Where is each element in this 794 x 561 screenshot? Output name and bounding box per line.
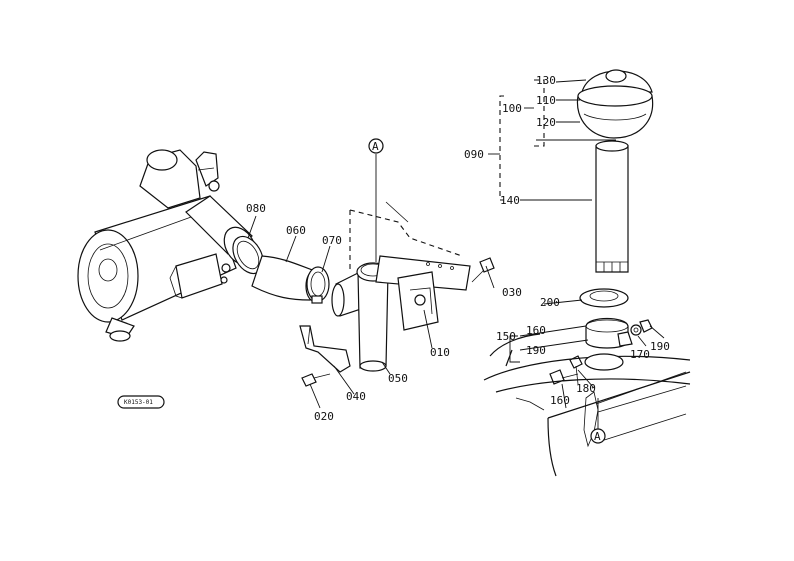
band-040 bbox=[299, 325, 351, 373]
drawing-code-badge: K0153-01 bbox=[117, 395, 165, 409]
label-130: 130 bbox=[536, 74, 556, 87]
label-160b: 160 bbox=[550, 394, 570, 407]
label-090: 090 bbox=[464, 148, 484, 161]
assembly-braces bbox=[488, 79, 545, 363]
ref-a-bottom-text: A bbox=[594, 430, 601, 443]
mounting-bracket-010 bbox=[349, 201, 471, 331]
precleaner-assembly bbox=[549, 69, 654, 385]
label-160a: 160 bbox=[526, 324, 546, 337]
drawing-code-text: K0153-01 bbox=[124, 399, 153, 406]
bolt-020 bbox=[301, 373, 331, 387]
label-050: 050 bbox=[388, 372, 408, 385]
bolt-030 bbox=[471, 257, 495, 283]
reference-marker-a-top: A bbox=[368, 138, 384, 154]
part-labels: 080 060 070 050 010 040 020 030 090 100 … bbox=[246, 74, 670, 423]
label-120: 120 bbox=[536, 116, 556, 129]
label-150: 150 bbox=[496, 330, 516, 343]
label-010: 010 bbox=[430, 346, 450, 359]
label-080: 080 bbox=[246, 202, 266, 215]
label-190a: 190 bbox=[526, 344, 546, 357]
label-180: 180 bbox=[576, 382, 596, 395]
label-140: 140 bbox=[500, 194, 520, 207]
label-040: 040 bbox=[346, 390, 366, 403]
leader-lines bbox=[247, 79, 665, 430]
label-170: 170 bbox=[630, 348, 650, 361]
reference-marker-a-bottom: A bbox=[590, 428, 606, 444]
hose-clamp-070 bbox=[306, 266, 330, 304]
label-100: 100 bbox=[502, 102, 522, 115]
hose-clamp-080 bbox=[232, 235, 264, 275]
air-cleaner-assembly bbox=[77, 149, 257, 342]
label-070: 070 bbox=[322, 234, 342, 247]
label-110: 110 bbox=[536, 94, 556, 107]
label-020: 020 bbox=[314, 410, 334, 423]
ref-a-top-text: A bbox=[372, 140, 379, 153]
label-200: 200 bbox=[540, 296, 560, 309]
intake-pipe-050 bbox=[331, 262, 390, 372]
label-190b: 190 bbox=[650, 340, 670, 353]
label-060: 060 bbox=[286, 224, 306, 237]
label-030: 030 bbox=[502, 286, 522, 299]
engine-hood bbox=[483, 333, 691, 477]
